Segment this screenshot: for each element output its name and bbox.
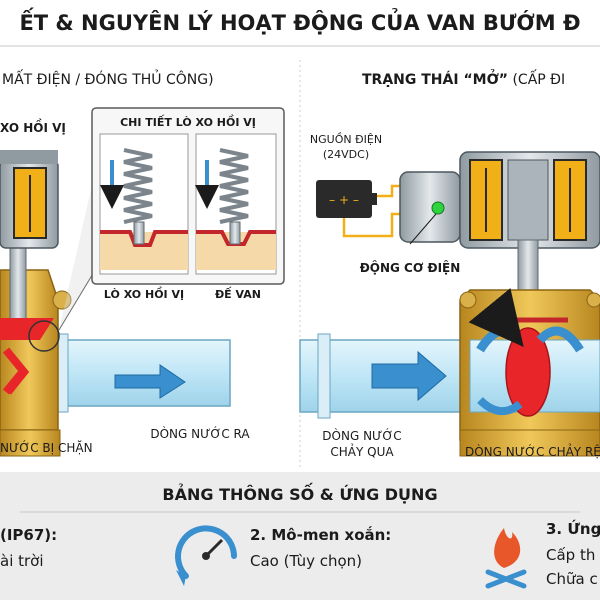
battery-terminal: [372, 193, 377, 205]
spec-2-text: Cao (Tùy chọn): [250, 552, 362, 570]
power-wire-top: [377, 184, 402, 198]
right-state-label: TRẠNG THÁI “MỞ” (CẤP ĐI: [362, 69, 565, 88]
left-valve: [0, 150, 231, 457]
through-flow-label-1: DÒNG NƯỚC: [322, 428, 401, 443]
spec-3-line-1: Cấp th: [546, 546, 595, 564]
motor-callout-line: [409, 213, 437, 245]
motor-led-icon: [431, 201, 445, 215]
torque-gauge-icon: [175, 525, 237, 586]
motor-housing: [399, 171, 461, 243]
specs-title: BẢNG THÔNG SỐ & ỨNG DỤNG: [162, 483, 437, 504]
spec-3-line-2: Chữa c: [546, 570, 598, 588]
detail-panel-seat-base: [196, 232, 276, 270]
detail-box-title: CHI TIẾT LÒ XO HỒI VỊ: [120, 114, 256, 129]
header-band: [0, 0, 600, 44]
right-butterfly-disc: [505, 327, 551, 417]
power-wire-bottom: [342, 212, 402, 238]
right-core: [507, 159, 549, 241]
right-bolt-2: [586, 292, 600, 308]
spring-callout-label: XO HỒI VỊ: [0, 118, 66, 135]
detail-label-spring: LÒ XO HỒI VỊ: [104, 286, 184, 301]
left-stem: [9, 239, 27, 321]
battery-icon: [316, 180, 372, 218]
detail-panel-spring-seal: [100, 230, 188, 247]
right-base-flange: [459, 429, 600, 457]
detail-spring-coils-2: [219, 148, 249, 245]
spec-2-title: 2. Mô-men xoắn:: [250, 525, 391, 544]
left-magnify-circle: [28, 320, 60, 352]
left-red-seal: [0, 318, 54, 340]
right-flow-arrow-over: [536, 326, 584, 353]
left-blocked-x: [2, 347, 30, 395]
fire-icon: [485, 528, 527, 589]
through-flow-label-2: CHẢY QUA: [330, 443, 394, 459]
outflow-label: DÒNG NƯỚC RA: [150, 426, 250, 441]
power-source-label: NGUỒN ĐIỆN: [310, 132, 382, 146]
detail-label-seat: ĐẾ VAN: [215, 286, 261, 301]
spec-1-text: ài trời: [0, 552, 44, 570]
page-title: ẾT & NGUYÊN LÝ HOẠT ĐỘNG CỦA VAN BƯỚM Đ: [19, 7, 580, 35]
right-bolt-1: [459, 291, 477, 309]
motor-label: ĐỘNG CƠ ĐIỆN: [360, 260, 461, 275]
right-flow-arrow-in: [371, 350, 447, 402]
spec-1-title: (IP67):: [0, 526, 57, 544]
left-flow-arrow-out: [114, 364, 186, 399]
detail-box: CHI TIẾT LÒ XO HỒI VỊ LÒ XO HỒI VỊ ĐẾ VA…: [91, 107, 285, 301]
detail-panel-spring-base: [100, 232, 188, 270]
right-valve: NGUỒN ĐIỆN (24VDC) – + – ĐỘNG CƠ ĐIỆN: [299, 132, 600, 457]
power-voltage-label: (24VDC): [323, 148, 369, 161]
right-flow-arrow-under: [477, 397, 523, 415]
detail-spring-coils-1: [123, 148, 153, 245]
battery-symbol: – + –: [329, 193, 359, 207]
spec-3-title: 3. Ứng: [546, 519, 600, 538]
smooth-flow-label: DÒNG NƯỚC CHẢY RỆN: [465, 443, 600, 459]
blocked-flow-label: NƯỚC BỊ CHẶN: [0, 440, 93, 455]
right-pipe-flange: [317, 333, 331, 419]
left-state-label: MẤT ĐIỆN / ĐÓNG THỦ CÔNG): [2, 69, 214, 88]
left-actuator-cap: [0, 150, 58, 164]
left-pipe-flange: [57, 333, 69, 413]
left-bolt: [52, 290, 72, 310]
left-base-flange: [0, 429, 61, 457]
right-flow-arrow-up: [468, 288, 524, 353]
